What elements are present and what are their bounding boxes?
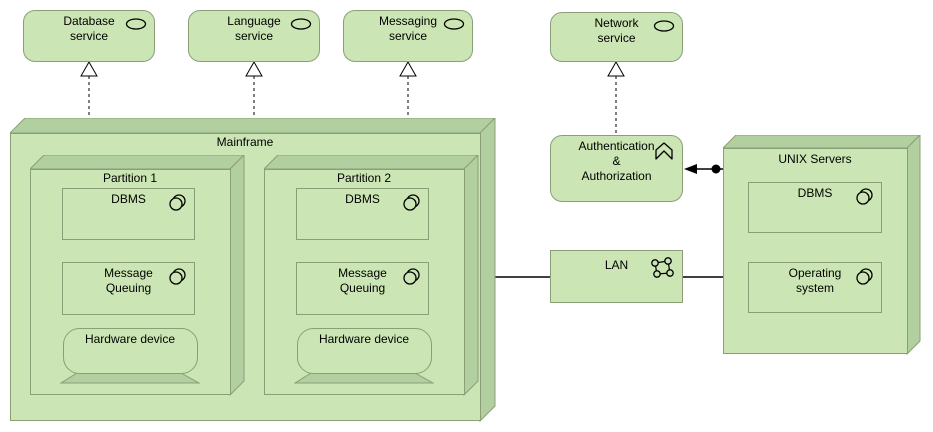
language-service-label: Language service [227,14,281,43]
system-software-icon [856,188,873,205]
realization-language-service[interactable] [245,60,263,118]
partition-1-title: Partition 1 [102,171,158,185]
auth-label: Authentication & Authorization [578,139,655,183]
association-ball-icon [711,164,721,174]
node-language-service[interactable]: Language service [188,10,320,62]
connection-unix-auth[interactable] [684,164,723,174]
node-authentication-authorization[interactable]: Authentication & Authorization [550,135,683,202]
component-partition1-dbms[interactable]: DBMS [62,188,195,240]
operating-system-label: Operating system [788,266,842,295]
node-messaging-service[interactable]: Messaging service [343,10,473,62]
system-software-icon [403,194,420,211]
hardware-device-label: Hardware device [318,332,410,346]
system-software-icon [856,268,873,285]
service-icon [653,20,675,32]
dbms-label: DBMS [797,186,833,200]
component-partition2-dbms[interactable]: DBMS [296,188,429,240]
arrowhead-icon [684,164,697,174]
node-network-service[interactable]: Network service [550,12,683,62]
component-partition2-message-queuing[interactable]: Message Queuing [296,262,429,315]
service-icon [290,18,312,30]
message-queuing-label: Message Queuing [338,266,387,295]
realization-database-service[interactable] [80,60,98,118]
mainframe-title: Mainframe [216,135,274,149]
partition-2-title: Partition 2 [336,171,392,185]
service-icon [443,18,465,30]
hardware-device-label: Hardware device [84,332,176,346]
system-software-icon [403,268,420,285]
component-partition1-message-queuing[interactable]: Message Queuing [62,262,195,315]
system-software-icon [169,268,186,285]
realization-messaging-service[interactable] [399,60,417,118]
node-unix-servers[interactable] [723,135,921,355]
messaging-service-label: Messaging service [378,14,438,43]
device-partition1-hardware[interactable] [60,327,200,384]
node-database-service[interactable]: Database service [23,10,155,62]
unix-servers-title: UNIX Servers [778,152,852,166]
device-partition2-hardware[interactable] [294,327,434,384]
realization-network-service[interactable] [607,60,625,135]
dbms-label: DBMS [111,192,146,206]
function-icon [655,142,673,160]
message-queuing-label: Message Queuing [104,266,153,295]
network-service-label: Network service [594,16,639,45]
service-icon [125,18,147,30]
network-icon [651,257,674,278]
component-unix-operating-system[interactable]: Operating system [748,262,882,313]
dbms-label: DBMS [345,192,380,206]
component-unix-dbms[interactable]: DBMS [748,182,882,233]
system-software-icon [169,194,186,211]
node-lan[interactable]: LAN [550,250,683,303]
database-service-label: Database service [63,14,115,43]
lan-label: LAN [604,258,629,272]
